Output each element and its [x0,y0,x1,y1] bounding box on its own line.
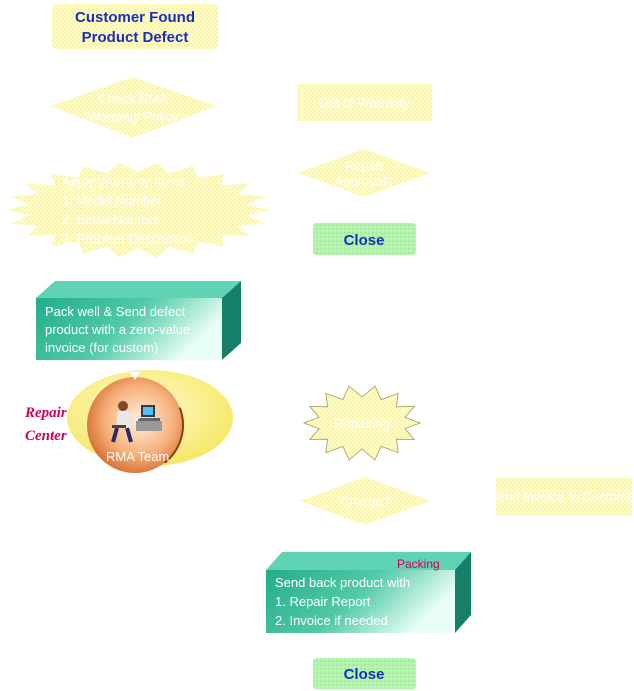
right-diamond-line2: Approval? [335,174,394,189]
repair-center-caption: RMA Team [106,449,169,464]
packing-box-line2: 1. Repair Report [275,594,371,609]
burst-left-line3: 2. Serial Number [62,212,160,227]
send-invoice-box: Send Invoice to Customer [489,478,634,516]
burst-mid-label: Repairing [334,416,390,431]
left-diamond-line1: Check RMA [98,91,168,106]
charge-diamond-label: Charge? [340,494,390,509]
pack-box-line1: Pack well & Send defect [45,304,186,319]
burst-left-line4: 3. Problem Description [62,231,194,246]
close-bottom-label: Close [344,666,385,683]
right-diamond-line1: Repair [345,158,384,173]
close-top-label: Close [344,232,385,249]
pack-box-line2: product with a zero-value [45,322,190,337]
packing-box-line1: Send back product with [275,575,410,590]
pack-send-box: Pack well & Send defect product with a z… [36,281,241,360]
send-back-box: Packing Send back product with 1. Repair… [266,552,471,633]
start-box-line1: Customer Found [75,9,195,26]
repair-approval-diamond: Repair Approval? [298,149,430,197]
close-bottom-box: Close [313,658,416,689]
left-diamond-line2: Warranty Policy [88,109,179,124]
worker-icon [111,401,162,443]
repairing-burst: Repairing [302,385,422,461]
out-of-warranty-box: Out of Warranty [297,84,432,121]
repair-center-label-line1: Repair [24,405,67,421]
right-top-box-label: Out of Warranty [318,95,410,110]
check-warranty-diamond: Check RMA Warranty Policy [50,77,216,138]
packing-box-tag: Packing [397,557,440,571]
pack-box-line3: invoice (for custom) [45,340,158,355]
repair-center: Repair Center RMA Team [24,370,233,474]
charge-box-label: Send Invoice to Customer [489,489,634,504]
charge-diamond: Charge? [300,477,430,525]
close-top-box: Close [313,223,416,255]
burst-left-line2: 1. Model Number [62,193,162,208]
start-box-line2: Product Defect [82,29,189,46]
burst-left-line1: Apply Warranty Items [62,174,186,189]
packing-box-line3: 2. Invoice if needed [275,613,388,628]
start-box: Customer Found Product Defect [52,4,218,49]
apply-warranty-burst: Apply Warranty Items 1. Model Number 2. … [6,162,270,258]
repair-center-label-line2: Center [25,428,67,444]
